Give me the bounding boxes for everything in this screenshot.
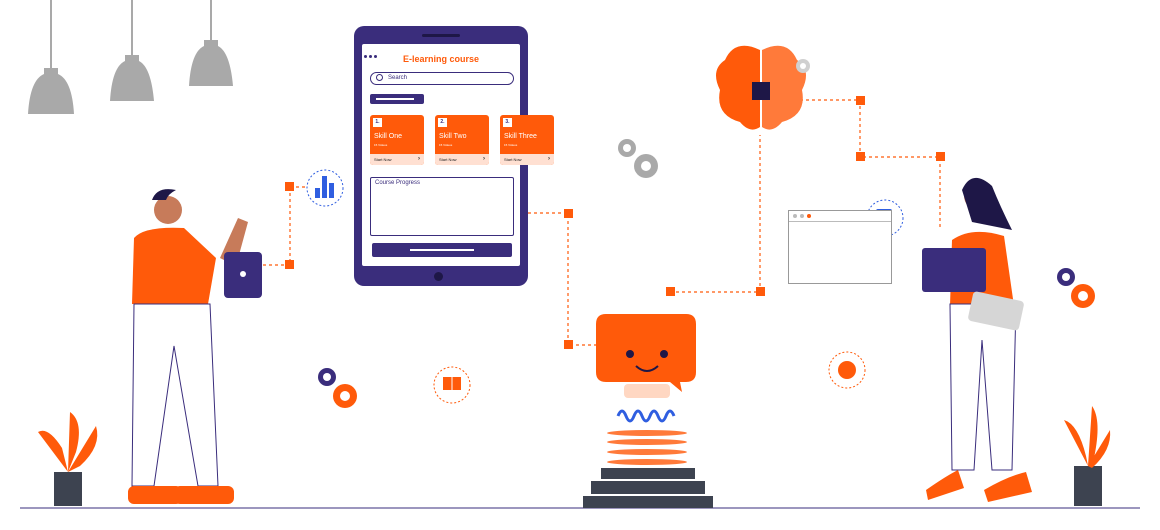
window-dot bbox=[793, 214, 797, 218]
window-dot bbox=[807, 214, 811, 218]
skill-number: 3. bbox=[503, 118, 512, 127]
tablet-device: E-learning course Search 1. Skill One 15… bbox=[354, 26, 554, 286]
bar-chart-icon bbox=[306, 169, 344, 207]
continue-button[interactable] bbox=[372, 243, 512, 257]
headset-icon bbox=[828, 351, 866, 389]
lamp-icon bbox=[28, 0, 233, 114]
skill-videos: 15 Videos bbox=[374, 143, 388, 147]
gear-icon bbox=[318, 59, 1095, 408]
woman-figure bbox=[922, 177, 1032, 502]
skill-card[interactable]: 1. Skill One 15 Videos Start Now › bbox=[370, 115, 424, 165]
skill-name: Skill One bbox=[374, 133, 403, 140]
menu-pill[interactable] bbox=[370, 94, 424, 104]
window-dot bbox=[800, 214, 804, 218]
browser-titlebar bbox=[789, 211, 891, 222]
browser-window bbox=[788, 210, 892, 284]
skill-number: 1. bbox=[373, 118, 382, 127]
chevron-right-icon: › bbox=[483, 156, 485, 162]
home-button bbox=[434, 272, 443, 281]
book-icon bbox=[433, 366, 471, 404]
skill-number: 2. bbox=[438, 118, 447, 127]
window-dots bbox=[364, 45, 379, 63]
search-input[interactable]: Search bbox=[370, 72, 514, 85]
search-placeholder: Search bbox=[388, 75, 408, 81]
start-now-label: Start Now bbox=[374, 157, 392, 162]
plant-icon bbox=[38, 406, 1111, 506]
course-progress-label: Course Progress bbox=[375, 180, 421, 186]
start-now-label: Start Now bbox=[439, 157, 457, 162]
start-now-button[interactable]: Start Now › bbox=[500, 154, 554, 165]
start-now-button[interactable]: Start Now › bbox=[370, 154, 424, 165]
skill-card[interactable]: 2. Skill Two 15 Videos Start Now › bbox=[435, 115, 489, 165]
man-figure bbox=[128, 189, 262, 504]
connector-nodes bbox=[285, 96, 945, 349]
skill-name: Skill Three bbox=[504, 133, 537, 140]
start-now-label: Start Now bbox=[504, 157, 522, 162]
tablet-speaker bbox=[422, 34, 460, 37]
skill-videos: 15 Videos bbox=[439, 143, 453, 147]
skill-name: Skill Two bbox=[439, 133, 467, 140]
skill-card[interactable]: 3. Skill Three 15 Videos Start Now › bbox=[500, 115, 554, 165]
search-icon bbox=[376, 74, 383, 81]
chatbot-icon bbox=[583, 314, 713, 508]
course-title: E-learning course bbox=[402, 54, 480, 64]
chevron-right-icon: › bbox=[418, 156, 420, 162]
course-progress-panel: Course Progress bbox=[370, 177, 514, 236]
chevron-right-icon: › bbox=[548, 156, 550, 162]
start-now-button[interactable]: Start Now › bbox=[435, 154, 489, 165]
brain-chip-icon bbox=[716, 45, 806, 130]
skill-videos: 15 Videos bbox=[504, 143, 518, 147]
